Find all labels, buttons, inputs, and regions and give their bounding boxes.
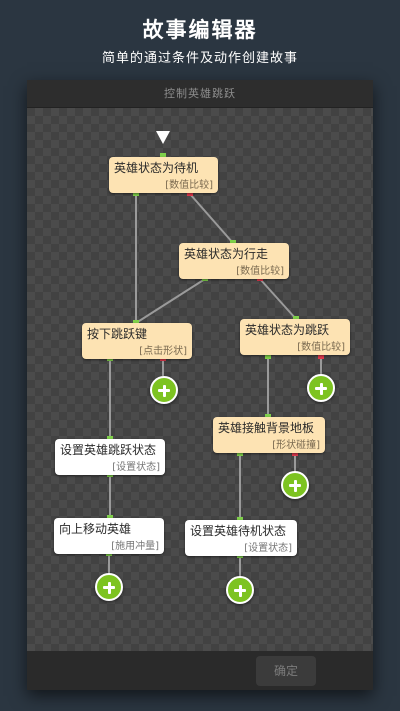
add-node-plus-icon[interactable] [307,374,335,402]
node-type: [数值比较] [297,342,345,353]
node-type: [设置状态] [244,543,292,554]
condition-node[interactable]: 英雄状态为待机 [数值比较] [109,157,218,193]
node-type: [形状碰撞] [272,440,320,451]
node-title: 设置英雄跳跃状态 [60,443,157,457]
add-node-plus-icon[interactable] [226,576,254,604]
node-type: [设置状态] [112,462,160,473]
confirm-button[interactable]: 确定 [256,656,316,686]
flow-canvas[interactable] [27,108,373,651]
node-title: 英雄接触背景地板 [218,421,315,435]
add-node-plus-icon[interactable] [95,573,123,601]
node-title: 英雄状态为待机 [114,161,199,175]
node-type: [施用冲量] [111,541,159,552]
node-title: 英雄状态为跳跃 [245,323,330,337]
node-title: 设置英雄待机状态 [190,524,287,538]
action-node[interactable]: 设置英雄跳跃状态 [设置状态] [55,439,165,475]
condition-node[interactable]: 按下跳跃键 [点击形状] [82,323,192,359]
add-node-plus-icon[interactable] [281,471,309,499]
page-subtitle: 简单的通过条件及动作创建故事 [101,51,298,66]
condition-node[interactable]: 英雄接触背景地板 [形状碰撞] [213,417,325,453]
panel-title: 控制英雄跳跃 [27,80,373,107]
node-title: 向上移动英雄 [59,522,132,536]
node-title: 按下跳跃键 [87,327,148,341]
condition-node[interactable]: 英雄状态为行走 [数值比较] [179,243,289,279]
page-title: 故事编辑器 [142,18,258,42]
action-node[interactable]: 向上移动英雄 [施用冲量] [54,518,164,554]
add-node-plus-icon[interactable] [150,376,178,404]
node-type: [数值比较] [236,266,284,277]
condition-node[interactable]: 英雄状态为跳跃 [数值比较] [240,319,350,355]
node-title: 英雄状态为行走 [184,247,269,261]
start-arrow-icon [156,131,170,144]
panel-footer: 确定 [27,651,373,690]
story-panel: 控制英雄跳跃 确定 [27,80,373,690]
node-type: [数值比较] [165,180,213,191]
node-type: [点击形状] [139,346,187,357]
action-node[interactable]: 设置英雄待机状态 [设置状态] [185,520,297,556]
